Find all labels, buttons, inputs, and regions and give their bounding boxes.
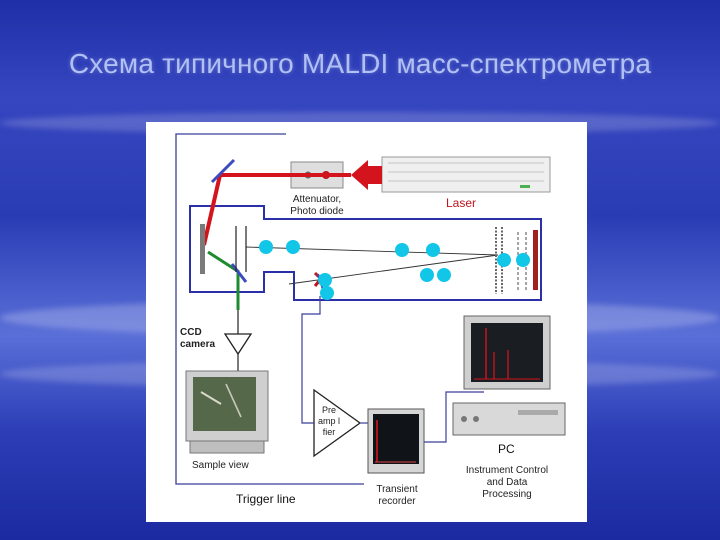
trigger-line-label: Trigger line <box>236 492 296 506</box>
laser-source-icon <box>381 156 551 193</box>
data-wire <box>424 391 484 443</box>
maldi-diagram: Attenuator, Photo diode Laser CCD camera… <box>146 122 587 522</box>
ccd-camera-label: CCD camera <box>180 327 215 351</box>
instrument-label-line: and Data <box>486 477 528 488</box>
slide-title: Схема типичного MALDI масс-спектрометра <box>68 48 652 79</box>
mirror-icon <box>210 158 236 184</box>
mirror-icon <box>230 263 248 283</box>
attenuator-label-line: Photo diode <box>290 206 344 217</box>
transient-recorder-icon <box>367 408 425 474</box>
transient-label-line: Transient <box>376 484 418 495</box>
pc-monitor-icon <box>463 315 551 390</box>
ccd-label-line: CCD <box>180 327 202 338</box>
signal-wire <box>301 296 321 424</box>
pc-case-icon <box>452 402 566 436</box>
instrument-label-line: Instrument Control <box>465 465 549 476</box>
transient-label-line: recorder <box>378 496 416 507</box>
trigger-line-wire <box>175 133 364 485</box>
laser-arrow-icon <box>351 160 382 190</box>
sample-view-label: Sample view <box>192 460 249 471</box>
preamplifier-label: Pre amp l fier <box>314 405 344 438</box>
attenuator-label-line: Attenuator, <box>292 194 342 205</box>
ion-dots <box>259 240 530 300</box>
vacuum-chamber <box>189 205 542 301</box>
preamp-label-line: Pre <box>321 405 336 415</box>
instrument-control-label: Instrument Control and Data Processing <box>454 465 560 501</box>
sample-view-monitor-icon <box>185 370 269 454</box>
transient-recorder-label: Transient recorder <box>362 484 432 508</box>
pc-label: PC <box>498 442 515 456</box>
ccd-camera-icon <box>223 333 253 356</box>
laser-label: Laser <box>446 196 477 210</box>
instrument-label-line: Processing <box>482 489 532 500</box>
laser-beam <box>202 174 222 246</box>
ion-path <box>245 246 499 285</box>
ccd-label-line: camera <box>180 339 216 350</box>
preamp-label-line: fier <box>322 427 336 437</box>
target-plate <box>200 224 205 274</box>
attenuator-label: Attenuator, Photo diode <box>280 194 354 218</box>
diagram-drawing <box>175 133 566 485</box>
preamp-label-line: amp l <box>317 416 340 426</box>
